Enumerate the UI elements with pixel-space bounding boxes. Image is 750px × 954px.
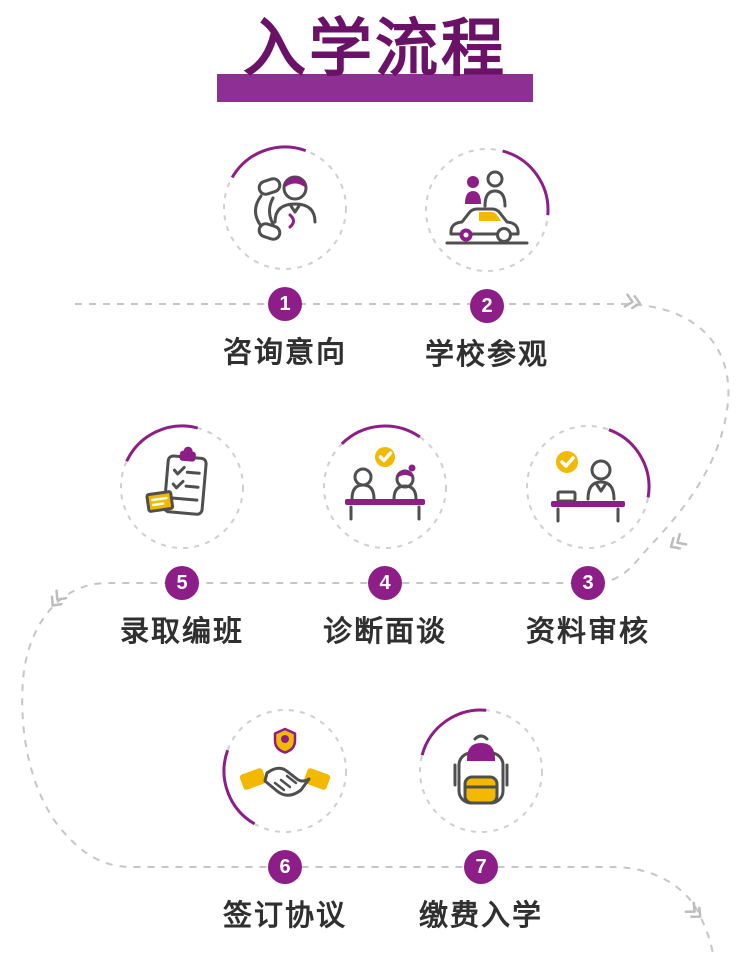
step-7: 7 缴费入学 <box>406 706 556 934</box>
step-label: 诊断面谈 <box>322 616 447 648</box>
step-label: 资料审核 <box>525 616 650 648</box>
flow-arrow-icon <box>623 293 642 310</box>
handshake-agreement-icon <box>239 727 331 797</box>
title-underline-bar <box>217 74 533 102</box>
flow-arrow-icon <box>50 589 68 607</box>
document-review-icon <box>551 451 625 523</box>
phone-consult-icon <box>254 175 317 241</box>
flow-path <box>21 303 730 954</box>
step-label: 签订协议 <box>222 900 347 932</box>
step-6-ring <box>222 708 348 834</box>
step-label: 缴费入学 <box>418 900 543 932</box>
step-4-ring <box>322 424 448 550</box>
step-number-badge: 3 <box>571 566 605 600</box>
step-label: 录取编班 <box>119 616 244 648</box>
flow-arrow-icon <box>669 532 688 550</box>
step-7-ring <box>418 708 544 834</box>
step-5-ring <box>119 424 245 550</box>
step-number-badge: 5 <box>165 566 199 600</box>
step-label: 咨询意向 <box>222 337 347 369</box>
flow-arrow-icon <box>684 901 702 919</box>
page-title: 入学流程 <box>243 14 507 84</box>
step-4: 4 诊断面谈 <box>310 422 460 650</box>
step-number-badge: 1 <box>268 287 302 321</box>
admission-checklist-icon <box>145 446 208 516</box>
campus-tour-car-icon <box>445 170 529 245</box>
step-2: 2 学校参观 <box>412 145 562 373</box>
step-2-ring <box>424 147 550 273</box>
step-6: 6 签订协议 <box>210 706 360 934</box>
title-block: 入学流程 <box>0 10 750 120</box>
step-number-badge: 6 <box>268 850 302 884</box>
step-3-ring <box>525 424 651 550</box>
step-3: 3 资料审核 <box>513 422 663 650</box>
step-label: 学校参观 <box>424 339 549 371</box>
step-number-badge: 2 <box>470 289 504 323</box>
step-5: 5 录取编班 <box>107 422 257 650</box>
interview-icon <box>345 447 425 521</box>
step-1: 1 咨询意向 <box>210 143 360 371</box>
step-1-ring <box>222 145 348 271</box>
step-number-badge: 4 <box>368 566 402 600</box>
backpack-enroll-icon <box>453 734 509 805</box>
step-number-badge: 7 <box>464 850 498 884</box>
